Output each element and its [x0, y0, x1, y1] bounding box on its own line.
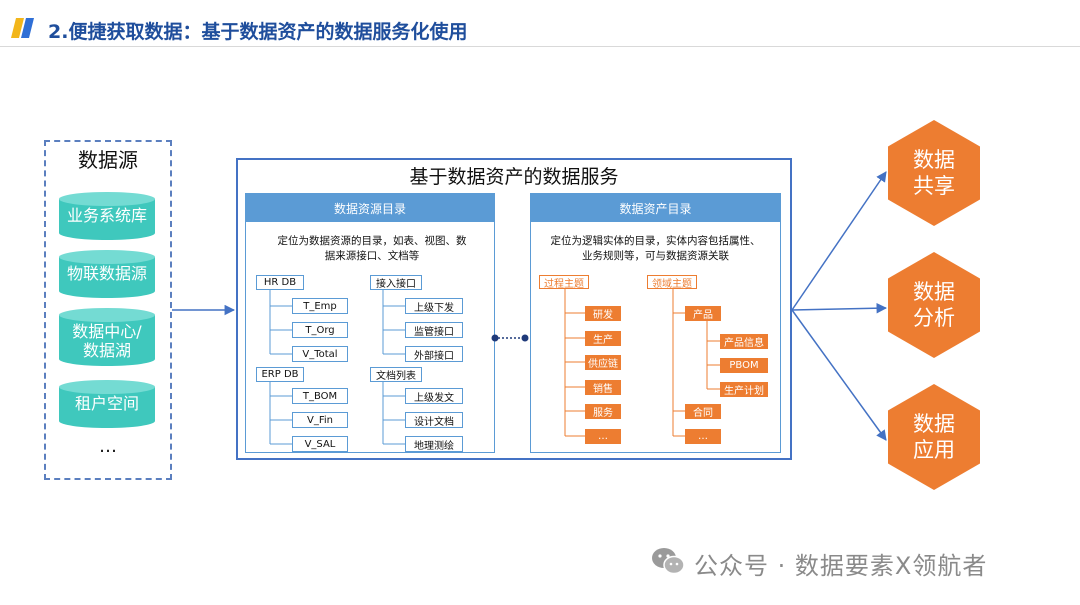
title-divider: [0, 46, 1080, 47]
tree-node: T_Org: [292, 322, 348, 338]
cylinder-shape: [59, 192, 155, 240]
cylinder-shape: [59, 380, 155, 428]
service-to-share-arrow: [791, 171, 887, 311]
service-to-analysis-arrow: [791, 302, 888, 314]
cylinder-shape: [59, 308, 155, 366]
tree-node: T_BOM: [292, 388, 348, 404]
hex-line: 数据: [913, 411, 955, 436]
hex-line: 共享: [913, 174, 955, 198]
tree-node: 监管接口: [405, 322, 463, 338]
tree-node-contract: 合同: [685, 404, 721, 419]
tree-node: T_Emp: [292, 298, 348, 314]
tree-node: 生产计划: [720, 382, 768, 397]
source-cylinder: 数据中心/数据湖: [59, 308, 155, 366]
source-group: [44, 140, 172, 480]
source-group-title: 数据源: [78, 148, 138, 172]
service-to-app-arrow: [791, 309, 887, 441]
tree-node: 设计文档: [405, 412, 463, 428]
source-label: 数据中心/数据湖: [72, 321, 142, 360]
source-label: 物联数据源: [66, 264, 147, 284]
tree-node: 供应链: [585, 355, 621, 370]
hex-line: 数据: [913, 147, 955, 172]
tree-node: 地理测绘: [405, 436, 463, 452]
title-mark-icon: [11, 18, 34, 38]
catalog-link: [491, 334, 529, 342]
desc-line: 定位为逻辑实体的目录，实体内容包括属性、: [550, 235, 761, 247]
source-cylinder: 业务系统库: [59, 192, 155, 240]
data-service-title: 基于数据资产的数据服务: [409, 166, 619, 188]
tree-node-product: 产品: [685, 306, 721, 321]
source-cylinder: 租户空间: [59, 380, 155, 428]
resource-catalog-desc: 定位为数据资源的目录，如表、视图、数 据来源接口、文档等: [262, 234, 482, 264]
tree-node: 研发: [585, 306, 621, 321]
desc-line: 据来源接口、文档等: [324, 250, 420, 263]
tree-node-api: 接入接口: [370, 275, 422, 290]
wechat-icon: [652, 548, 685, 575]
tree-node-docs: 文档列表: [370, 367, 422, 382]
page-title: 2.便捷获取数据：基于数据资产的数据服务化使用: [48, 21, 468, 43]
watermark-text: 公众号 · 数据要素X领航者: [694, 552, 988, 580]
tree-node: V_Total: [292, 346, 348, 362]
resource-catalog-panel: 数据资源目录: [245, 193, 495, 453]
hex-line: 分析: [913, 306, 955, 330]
tree-node: V_SAL: [292, 436, 348, 452]
tree-node: V_Fin: [292, 412, 348, 428]
hex-line: 数据: [913, 279, 955, 304]
tree-node: …: [585, 429, 621, 444]
tree-node: …: [685, 429, 721, 444]
source-label: 业务系统库: [66, 206, 147, 226]
asset-catalog-desc: 定位为逻辑实体的目录，实体内容包括属性、 业务规则等，可与数据资源关联: [534, 234, 777, 264]
tree-node-process: 过程主题: [539, 275, 589, 290]
tree-node: 外部接口: [405, 346, 463, 362]
tree-node: 上级下发: [405, 298, 463, 314]
asset-catalog-head: 数据资产目录: [531, 194, 780, 222]
tree-node: 服务: [585, 404, 621, 419]
desc-line: 定位为数据资源的目录，如表、视图、数: [277, 235, 467, 247]
tree-node: 产品信息: [720, 334, 768, 349]
cylinder-shape: [59, 250, 155, 298]
tree-node: 销售: [585, 380, 621, 395]
desc-line: 业务规则等，可与数据资源关联: [582, 250, 729, 263]
tree-node: 生产: [585, 331, 621, 346]
source-more: …: [99, 436, 117, 457]
hex-line: 应用: [913, 438, 955, 462]
asset-catalog-panel: 数据资产目录: [530, 193, 781, 453]
tree-node-erpdb: ERP DB: [256, 367, 304, 382]
source-cylinder: 物联数据源: [59, 250, 155, 298]
tree-node: PBOM: [720, 358, 768, 373]
tree-node-domain: 领域主题: [647, 275, 697, 290]
source-label: 租户空间: [74, 394, 139, 414]
tree-node-hrdb: HR DB: [256, 275, 304, 290]
resource-catalog-head: 数据资源目录: [246, 194, 494, 222]
tree-node: 上级发文: [405, 388, 463, 404]
